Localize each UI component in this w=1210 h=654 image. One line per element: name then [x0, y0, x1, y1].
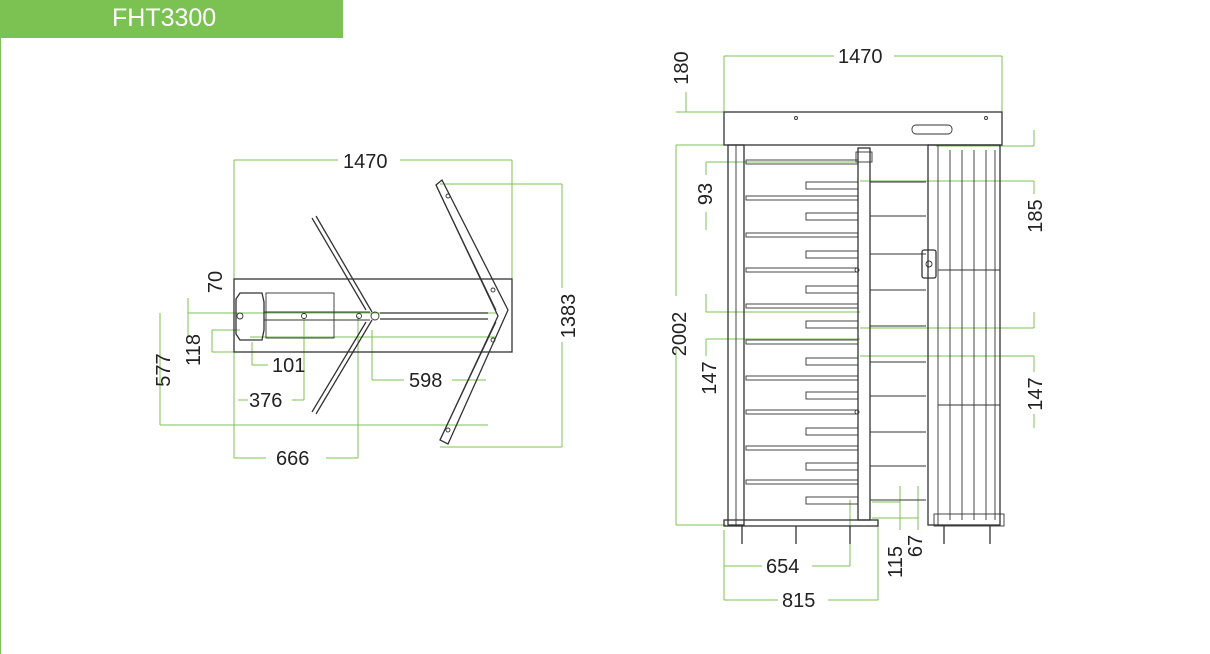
- top-dim-598-label: 598: [409, 370, 442, 392]
- rotor-arms-right: [870, 181, 926, 501]
- front-width-label: 1470: [838, 46, 883, 68]
- top-view-outline: [233, 178, 513, 445]
- front-height-label: 2002: [669, 312, 691, 357]
- front-view: 1470 180 93 185 2002 147 147 654 815 115…: [669, 46, 1047, 612]
- front-dim-185-label: 185: [1025, 199, 1047, 232]
- front-view-dimension-lines: [675, 55, 1035, 601]
- front-dim-115-label: 115: [885, 546, 907, 578]
- front-dim-67-label: 67: [905, 535, 927, 557]
- top-dim-118-label: 118: [183, 334, 205, 366]
- top-dim-101-label: 101: [272, 355, 305, 377]
- top-view-dimension-lines: [159, 159, 563, 459]
- top-view: 1470 1383 70 577 118 101 376 598 666: [153, 151, 580, 470]
- model-title: FHT3300: [112, 4, 217, 32]
- front-dim-815-label: 815: [782, 590, 815, 612]
- top-width-label: 1470: [343, 151, 388, 173]
- front-dim-93-label: 93: [695, 183, 717, 205]
- front-dim-147-left-label: 147: [699, 361, 721, 394]
- left-border-line: [0, 38, 1, 654]
- top-dim-376-label: 376: [249, 390, 282, 412]
- top-depth-70-label: 70: [205, 271, 227, 293]
- front-top-180-label: 180: [671, 51, 693, 84]
- model-title-tab: FHT3300: [0, 0, 343, 38]
- front-dim-654-label: 654: [766, 556, 799, 578]
- front-view-outline: [723, 111, 1005, 544]
- top-arm-span-label: 1383: [558, 294, 580, 339]
- rotor-arms-left: [745, 159, 859, 505]
- top-dim-666-label: 666: [276, 448, 309, 470]
- front-dim-147-right-label: 147: [1025, 377, 1047, 410]
- top-dim-577-label: 577: [153, 353, 175, 386]
